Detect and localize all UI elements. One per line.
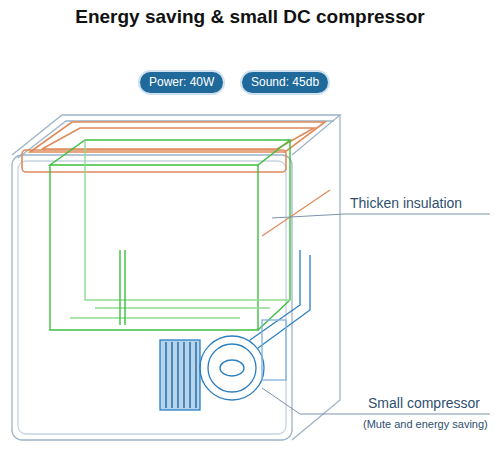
illustration-line [50,165,258,330]
pill-text: Sound: 45db [251,75,319,90]
illustration-line [272,214,490,218]
illustration-line [85,140,290,300]
spec-pill: Sound: 45db [242,72,328,93]
part-label: Small compressor [368,395,480,411]
illustration-line [220,360,244,376]
title: Energy saving & small DC compressor [0,6,500,28]
inner-bin [50,140,290,330]
illustration-line [166,342,196,408]
insulation-lines [22,122,330,236]
illustration-line [70,308,270,318]
illustration-line [262,320,286,380]
illustration-line [200,336,264,400]
illustration-line [12,155,292,440]
spec-pill: Power: 40W [140,72,223,93]
illustration-line [50,140,290,165]
illustration-line [160,340,200,410]
illustration-line [208,344,256,392]
illustration-line [258,140,290,330]
illustration-line [42,128,314,149]
illustration-line [262,190,330,236]
illustration-line [22,150,286,172]
outer-housing [12,115,340,440]
illustration-line [250,250,310,348]
illustration-line [18,161,286,434]
part-label: Thicken insulation [350,195,462,211]
pill-text: Power: 40W [149,75,214,90]
leader-lines [262,214,490,414]
illustration-line [292,115,340,440]
compressor-symbol [160,250,310,410]
part-label: (Mute and energy saving) [363,418,488,430]
illustration-line [262,388,490,414]
illustration-line [120,250,125,325]
